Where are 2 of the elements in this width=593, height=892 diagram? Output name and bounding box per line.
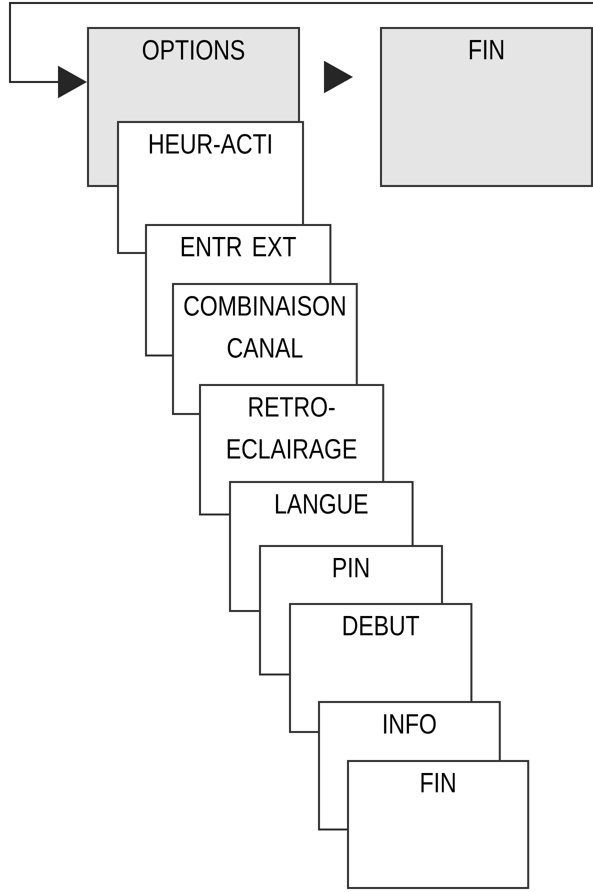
menu-box: FIN xyxy=(380,27,593,187)
menu-card: FIN xyxy=(347,760,530,889)
